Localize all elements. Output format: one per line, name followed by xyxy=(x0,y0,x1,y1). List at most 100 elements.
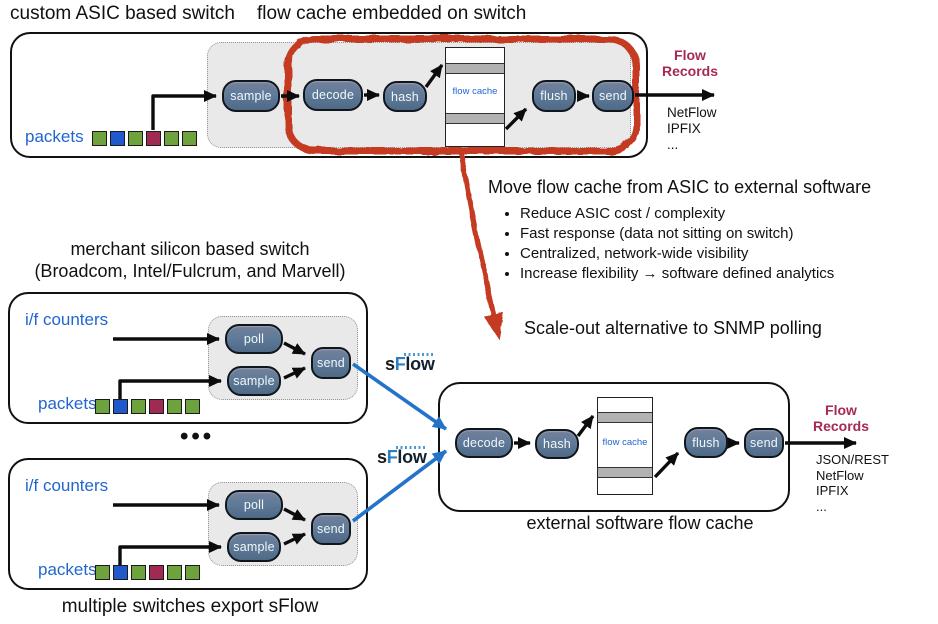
packet-square-blue xyxy=(113,565,128,580)
packet-square-green xyxy=(185,565,200,580)
cache-row xyxy=(446,63,504,74)
node-poll-2: poll xyxy=(225,490,283,520)
node-label: poll xyxy=(243,332,265,346)
sflow-logo-text: low xyxy=(397,447,427,467)
node-label: send xyxy=(317,356,345,370)
more-switches-ellipsis: ••• xyxy=(180,423,215,450)
flow-cache-label: flow cache xyxy=(602,437,648,448)
sflow-logo-text: s xyxy=(385,354,395,374)
benefit-item: Fast response (data not sitting on switc… xyxy=(520,224,938,244)
node-label: flush xyxy=(692,435,720,450)
node-label: flush xyxy=(540,89,568,103)
node-label: sample xyxy=(230,89,272,103)
node-label: send xyxy=(750,436,778,450)
merchant-title-line2: (Broadcom, Intel/Fulcrum, and Marvell) xyxy=(34,261,346,281)
node-poll-1: poll xyxy=(225,324,283,354)
packet-square-green xyxy=(131,399,146,414)
format-item: ... xyxy=(816,498,827,514)
format-item: NetFlow xyxy=(816,467,864,483)
flow-cache-table-ext: flow cache xyxy=(597,397,653,495)
node-label: send xyxy=(317,522,345,536)
packet-square-maroon xyxy=(146,131,161,146)
packet-square-green xyxy=(95,399,110,414)
packet-square-green xyxy=(131,565,146,580)
packet-square-maroon xyxy=(149,565,164,580)
sflow-logo-1: sFlow xyxy=(385,353,435,375)
node-sample-asic: sample xyxy=(222,80,280,112)
node-decode-asic: decode xyxy=(303,79,363,111)
benefit-list: Reduce ASIC cost / complexity Fast respo… xyxy=(502,204,938,284)
node-flush-asic: flush xyxy=(532,80,576,112)
packet-square-green xyxy=(167,565,182,580)
format-item: IPFIX xyxy=(816,483,849,498)
external-software-caption: external software flow cache xyxy=(526,513,754,533)
flow-records-label-ext: Flow Records xyxy=(812,402,870,434)
packet-stream-2 xyxy=(95,565,200,580)
node-send-2: send xyxy=(311,513,351,545)
flow-record-formats-ext: JSON/REST NetFlow IPFIX ... xyxy=(816,452,889,514)
packet-square-maroon xyxy=(149,399,164,414)
benefit-item: Increase flexibility → software defined … xyxy=(520,264,938,284)
node-send-asic: send xyxy=(592,80,634,112)
node-send-1: send xyxy=(311,347,351,379)
node-hash-asic: hash xyxy=(383,81,427,112)
packet-square-green xyxy=(95,565,110,580)
format-item: NetFlow xyxy=(667,105,717,120)
packet-stream-1 xyxy=(95,399,200,414)
packet-square-green xyxy=(185,399,200,414)
if-counters-label-1: i/f counters xyxy=(25,310,109,329)
node-label: hash xyxy=(391,89,419,104)
node-label: hash xyxy=(543,437,571,451)
sflow-logo-dots xyxy=(396,446,426,449)
packet-square-blue xyxy=(113,399,128,414)
sflow-logo-dots xyxy=(404,353,434,356)
node-flush-ext: flush xyxy=(684,427,728,458)
packet-square-green xyxy=(167,399,182,414)
node-label: sample xyxy=(233,374,275,388)
packets-label-2: packets xyxy=(38,560,97,579)
flow-record-formats-top: NetFlow IPFIX ... xyxy=(667,105,717,153)
node-label: poll xyxy=(243,498,265,512)
flow-cache-table-asic: flow cache xyxy=(445,47,505,147)
benefit-item: Reduce ASIC cost / complexity xyxy=(520,204,938,224)
node-decode-ext: decode xyxy=(455,428,513,458)
sflow-logo-text: F xyxy=(386,447,398,467)
move-flow-cache-heading: Move flow cache from ASIC to external so… xyxy=(488,177,872,197)
sflow-logo-2: sFlow xyxy=(377,446,427,468)
format-item: JSON/REST xyxy=(816,452,889,467)
scale-out-heading: Scale-out alternative to SNMP polling xyxy=(524,318,822,338)
if-counters-label-2: i/f counters xyxy=(25,476,109,495)
flow-cache-embedded-title: flow cache embedded on switch xyxy=(257,3,527,24)
node-label: decode xyxy=(462,436,506,450)
packet-stream-asic xyxy=(92,131,197,146)
packets-label-asic: packets xyxy=(25,127,84,146)
node-label: sample xyxy=(233,540,275,554)
node-sample-2: sample xyxy=(227,532,281,562)
packets-label-1: packets xyxy=(38,394,97,413)
packet-square-green xyxy=(182,131,197,146)
node-sample-1: sample xyxy=(227,366,281,396)
format-item: IPFIX xyxy=(667,121,701,136)
packet-square-blue xyxy=(110,131,125,146)
merchant-switch-title: merchant silicon based switch (Broadcom,… xyxy=(0,238,380,282)
sflow-logo-text: F xyxy=(394,354,406,374)
packet-square-green xyxy=(164,131,179,146)
flow-records-label-top: Flow Records xyxy=(661,47,719,79)
cache-row xyxy=(598,412,652,423)
format-item: ... xyxy=(667,137,679,152)
merchant-title-line1: merchant silicon based switch xyxy=(70,239,310,259)
packet-square-green xyxy=(128,131,143,146)
benefit-item: Centralized, network-wide visibility xyxy=(520,244,938,264)
custom-asic-title: custom ASIC based switch xyxy=(10,3,235,24)
sflow-logo-text: low xyxy=(405,354,435,374)
cache-row xyxy=(598,467,652,478)
node-label: send xyxy=(599,89,627,103)
cache-row xyxy=(446,113,504,124)
node-send-ext: send xyxy=(744,428,784,458)
node-label: decode xyxy=(311,88,355,102)
packet-square-green xyxy=(92,131,107,146)
sflow-logo-text: s xyxy=(377,447,387,467)
flow-cache-label: flow cache xyxy=(452,86,498,97)
node-hash-ext: hash xyxy=(535,429,579,459)
